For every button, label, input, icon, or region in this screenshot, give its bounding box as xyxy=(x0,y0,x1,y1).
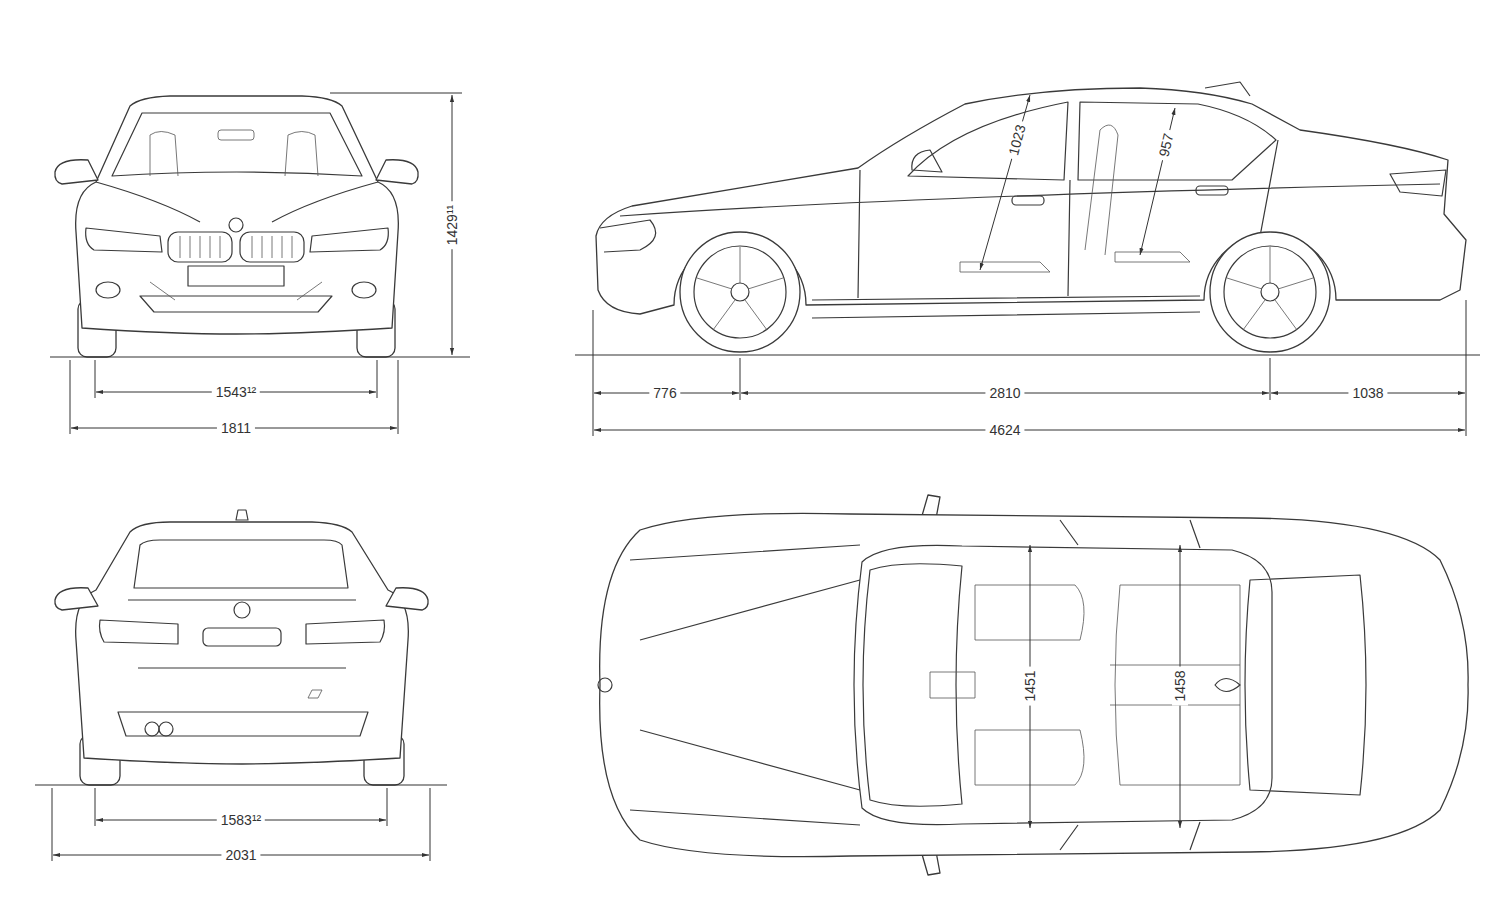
wheel xyxy=(1210,232,1330,352)
extension-line xyxy=(593,300,1466,436)
dimension-label: 776 xyxy=(649,385,680,401)
door-line xyxy=(1060,520,1200,850)
hood-line xyxy=(96,182,378,222)
beltline xyxy=(620,184,1440,216)
dimension-label: 4624 xyxy=(985,422,1024,438)
dimension-label: 1451 xyxy=(1022,666,1038,705)
emblem xyxy=(229,218,243,232)
tire xyxy=(680,232,800,352)
door-handle xyxy=(1196,186,1228,195)
tire xyxy=(1210,232,1330,352)
dimension-line xyxy=(594,430,1465,431)
fog-light xyxy=(352,282,376,298)
rim xyxy=(1224,246,1316,338)
side-dimensions xyxy=(575,300,1480,436)
dimension-label: 1023 xyxy=(1004,119,1030,161)
spokes xyxy=(697,247,783,330)
ground-line xyxy=(50,356,470,357)
plate xyxy=(203,628,281,646)
car-body xyxy=(600,513,1468,856)
emblem xyxy=(598,678,612,692)
taillight xyxy=(1390,170,1446,196)
antenna xyxy=(1205,82,1250,96)
exhaust xyxy=(159,722,173,736)
hub xyxy=(731,283,749,301)
dimension-line xyxy=(980,95,1030,270)
rear-window xyxy=(134,540,348,588)
wheel xyxy=(680,232,800,352)
rear-view xyxy=(55,510,428,785)
headlight xyxy=(310,228,388,252)
side-mirror xyxy=(386,588,428,610)
trunk-line xyxy=(128,600,356,668)
seat-back xyxy=(1085,125,1118,255)
dimension-label: 1038 xyxy=(1348,385,1387,401)
front-window xyxy=(908,102,1068,180)
antenna xyxy=(236,510,248,520)
windshield xyxy=(112,113,362,176)
reflector xyxy=(308,690,322,698)
rear-seat xyxy=(1115,585,1240,785)
door-handle xyxy=(1012,196,1044,205)
ground-line xyxy=(35,784,447,785)
air-intake xyxy=(140,296,332,312)
greenhouse xyxy=(854,545,1272,824)
seat xyxy=(285,132,318,177)
hood-line xyxy=(630,545,860,825)
side-mirror xyxy=(55,160,98,184)
front-view xyxy=(55,96,418,357)
bumper-line xyxy=(150,282,322,300)
dimension-label: 1811 xyxy=(217,420,255,436)
emblem xyxy=(234,602,250,618)
hub xyxy=(1261,283,1279,301)
ground-line xyxy=(575,354,1480,355)
taillight xyxy=(100,620,179,644)
plate xyxy=(188,266,284,286)
windshield xyxy=(863,564,962,807)
mirror xyxy=(218,130,254,140)
dimension-label: 2810 xyxy=(985,385,1024,401)
side-mirror xyxy=(376,160,418,184)
top-view xyxy=(598,495,1468,875)
diffuser xyxy=(118,712,368,736)
headlight xyxy=(600,220,656,252)
spokes xyxy=(1227,247,1313,330)
dimension-label: 1429¹¹ xyxy=(444,201,460,249)
taillight xyxy=(306,620,385,644)
dimension-label: 1583¹² xyxy=(217,812,265,828)
dimension-label: 957 xyxy=(1155,128,1178,162)
dimension-label: 2031 xyxy=(221,847,260,863)
dimension-label: 1543¹² xyxy=(212,384,260,400)
sill xyxy=(812,296,1200,318)
car-body xyxy=(76,522,409,764)
front-dimensions xyxy=(50,93,470,434)
seat xyxy=(150,132,178,177)
seat-cushion xyxy=(960,252,1190,272)
rear-window xyxy=(1078,102,1276,180)
console xyxy=(930,665,1240,705)
exhaust xyxy=(145,722,159,736)
rear-window xyxy=(1245,575,1366,795)
grille-slats xyxy=(180,236,292,258)
fog-light xyxy=(96,282,120,298)
side-view xyxy=(596,82,1466,352)
extension-line xyxy=(330,93,462,94)
side-mirror xyxy=(55,588,98,610)
side-mirror xyxy=(912,150,942,172)
dimension-label: 1458 xyxy=(1172,666,1188,705)
headlight xyxy=(86,228,162,252)
shark-fin xyxy=(1215,679,1240,692)
car-body xyxy=(76,96,399,334)
rim xyxy=(694,246,786,338)
